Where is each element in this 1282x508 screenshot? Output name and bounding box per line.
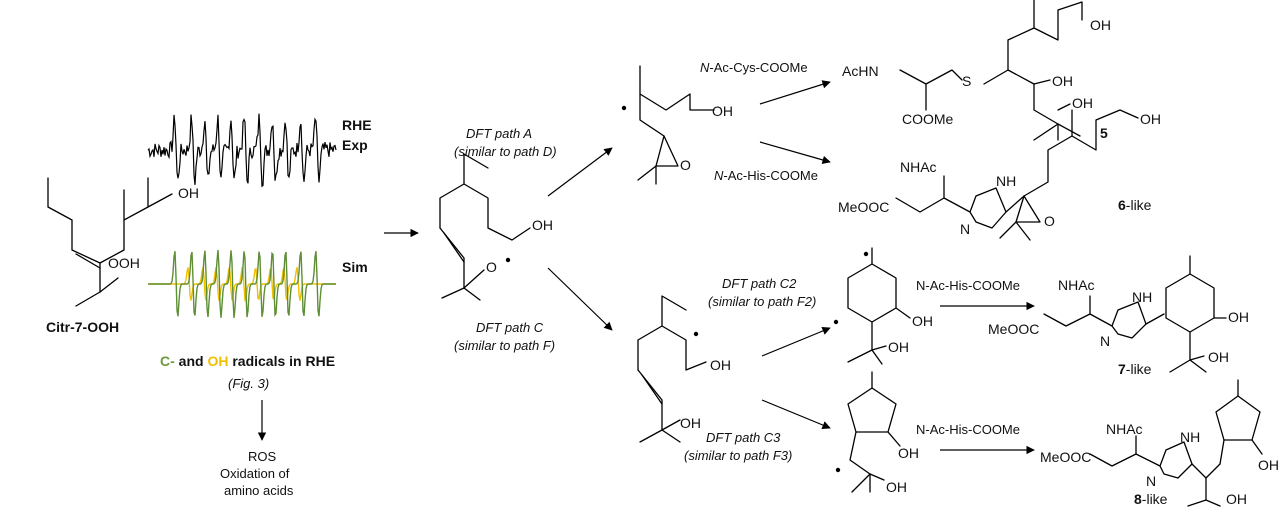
path-c-hydroxyalkyl-radical: OH OH (637, 295, 731, 443)
alkoxy-radical-structure: OH O (439, 153, 553, 301)
p6-meooc: MeOOC (838, 199, 889, 215)
path-a-line-1: DFT path A (466, 126, 532, 141)
p7-nhac: NHAc (1058, 277, 1095, 293)
p7-n: N (1100, 333, 1110, 349)
path-c2-line-1: DFT path C2 (722, 276, 797, 291)
c3-oh-1: OH (898, 445, 919, 461)
p6-label: 6-like (1118, 197, 1152, 213)
p6-oh: OH (1140, 111, 1161, 127)
path-c2-cyclohexyl-radical: OH OH (833, 247, 933, 365)
start-oh: OH (178, 185, 199, 201)
path-a-line-2: (similar to path D) (454, 144, 557, 159)
p5-s: S (962, 73, 971, 89)
p5-achn: AcHN (842, 63, 879, 79)
p6-nhac: NHAc (900, 159, 937, 175)
product-8-structure: MeOOC NHAc NH N OH OH 8-like (1040, 379, 1279, 507)
path-c-oh-2: OH (680, 415, 701, 431)
p7-label: 7-like (1118, 361, 1152, 377)
fig-ref: (Fig. 3) (228, 376, 269, 391)
c2-oh-2: OH (888, 339, 909, 355)
path-c2-line-2: (similar to path F2) (708, 294, 816, 309)
path-c3-line-2: (similar to path F3) (684, 448, 792, 463)
p7-oh-2: OH (1208, 349, 1229, 365)
path-a-o: O (680, 157, 691, 173)
p8-oh-2: OH (1226, 491, 1247, 507)
rhe-exp-spectrum (147, 113, 337, 188)
path-a-epoxide-radical: OH O (621, 65, 733, 185)
path-c3-cyclopentyl-radical: OH OH (835, 371, 919, 495)
ros-line-2: Oxidation of (220, 466, 290, 481)
p6-o: O (1044, 213, 1055, 229)
p5-coome: COOMe (902, 111, 954, 127)
product-5-structure: AcHN COOMe S OH OH OH 5 (842, 0, 1111, 141)
c-radical-term: C- (160, 353, 175, 369)
sim-label: Sim (342, 259, 368, 275)
product-6-structure: MeOOC NHAc NH N O OH 6-like (838, 109, 1161, 241)
path-c-line-1: DFT path C (476, 320, 544, 335)
alkoxy-oh: OH (532, 217, 553, 233)
p6-nh: NH (996, 173, 1016, 189)
path-c-oh-1: OH (710, 357, 731, 373)
radicals-caption: C- and OH radicals in RHE (160, 353, 335, 369)
path-c-line-2: (similar to path F) (454, 338, 555, 353)
c3-oh-2: OH (886, 479, 907, 495)
exp-label: Exp (342, 137, 368, 153)
reagent-his-c3: N-Ac-His-COOMe (916, 422, 1020, 437)
reagent-his-c2: N-Ac-His-COOMe (916, 278, 1020, 293)
epr-spectra: RHE Exp Sim C- and OH radicals in RHE (F… (147, 113, 372, 498)
reagent-his-a: N-Ac-His-COOMe (714, 168, 818, 183)
p8-nhac: NHAc (1106, 421, 1143, 437)
path-a-oh: OH (712, 103, 733, 119)
ros-line-3: amino acids (224, 483, 294, 498)
p7-meooc: MeOOC (988, 321, 1039, 337)
citr-7-ooh-label: Citr-7-OOH (46, 319, 119, 335)
p8-oh-1: OH (1258, 457, 1279, 473)
product-7-structure: MeOOC NHAc NH N OH OH 7-like (988, 255, 1249, 377)
p5-oh-3: OH (1072, 95, 1093, 111)
p5-oh-2: OH (1052, 73, 1073, 89)
p8-nh: NH (1180, 429, 1200, 445)
start-ooh: OOH (108, 255, 140, 271)
radical-dot (505, 257, 511, 263)
caption-and: and (175, 353, 208, 369)
caption-rest: radicals in RHE (228, 353, 335, 369)
p7-nh: NH (1132, 289, 1152, 305)
oh-radical-term: OH (207, 353, 228, 369)
p7-oh-1: OH (1228, 309, 1249, 325)
c2-oh-1: OH (912, 313, 933, 329)
p8-meooc: MeOOC (1040, 449, 1091, 465)
alkoxy-o: O (486, 259, 497, 275)
citr-7-ooh-structure: OH OOH Citr-7-OOH (46, 177, 199, 335)
p6-n: N (960, 221, 970, 237)
path-c3-line-1: DFT path C3 (706, 430, 781, 445)
ros-line-1: ROS (248, 449, 277, 464)
p5-label: 5 (1100, 125, 1108, 141)
p5-oh-1: OH (1090, 17, 1111, 33)
c-radical-simulated-spectrum (148, 249, 336, 318)
p8-n: N (1146, 473, 1156, 489)
rhe-label: RHE (342, 117, 372, 133)
reagent-cys: N-Ac-Cys-COOMe (700, 60, 808, 75)
oh-radical-simulated-spectrum (148, 266, 336, 303)
p8-label: 8-like (1134, 491, 1168, 507)
